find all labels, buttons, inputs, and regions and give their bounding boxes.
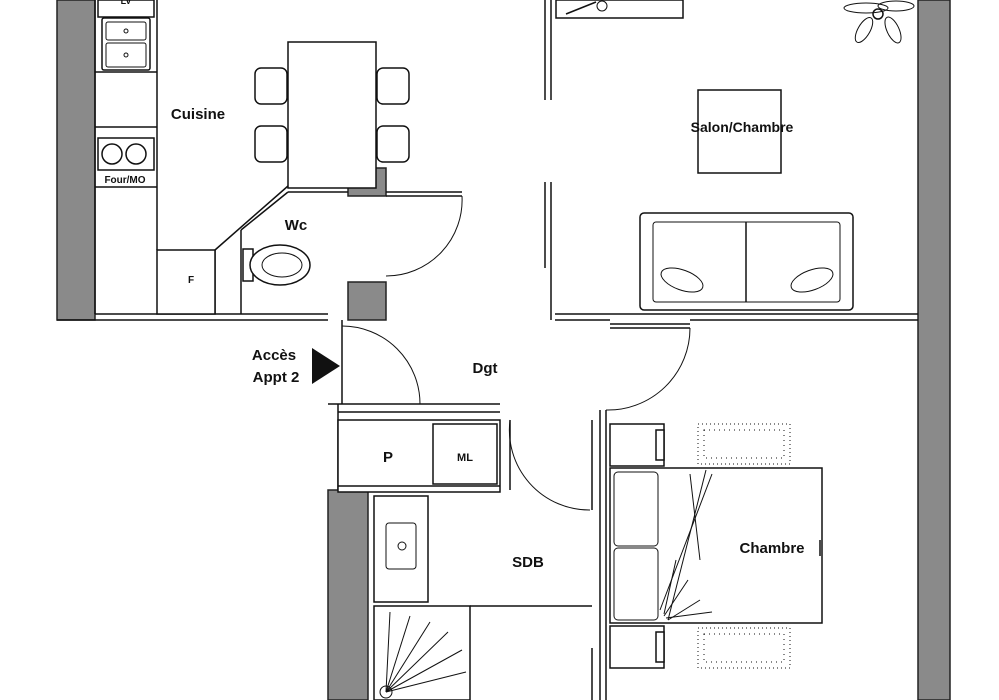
dining-table [254,41,410,189]
nightstand-bottom [609,625,665,669]
shower [373,605,471,700]
wall-east [917,0,951,700]
nightstand-top [609,423,665,467]
appliance-label-frigo: F [188,275,194,286]
access-label-line2: Appt 2 [253,369,300,386]
washbasin [373,495,429,603]
desk [555,0,684,19]
kitchen-counter [94,0,158,314]
coffee-table [697,89,782,174]
wall-west-sdb [327,489,369,700]
wc-door [385,191,463,277]
rug-bottom [697,627,791,669]
appliance-label-four: Four/MO [104,175,145,186]
double-bed [609,467,823,624]
wall-west-kitchen [56,0,96,321]
appliance-label-lv: LV [121,0,132,6]
pillar-wc-bottom [347,281,387,321]
toilet [242,244,311,286]
room-label-chambre: Chambre [739,540,804,557]
closet-block [337,419,501,493]
sdb-door [508,419,591,511]
access-label-line1: Accès [252,347,296,364]
room-label-cuisine: Cuisine [171,106,225,123]
access-arrow [312,348,340,384]
chambre-door [605,323,691,411]
room-label-sdb: SDB [512,554,544,571]
appliance-label-placard: P [383,449,393,466]
rug-top [697,423,791,465]
appliance-label-ml: ML [457,452,473,464]
room-label-salon: Salon/Chambre [691,119,794,135]
plant [843,0,915,44]
sofa [639,212,854,311]
sink [101,17,151,71]
fridge [156,249,216,315]
cooktop [97,137,155,171]
entry-door [341,320,421,405]
room-label-dgt: Dgt [473,360,498,377]
room-label-wc: Wc [285,217,308,234]
